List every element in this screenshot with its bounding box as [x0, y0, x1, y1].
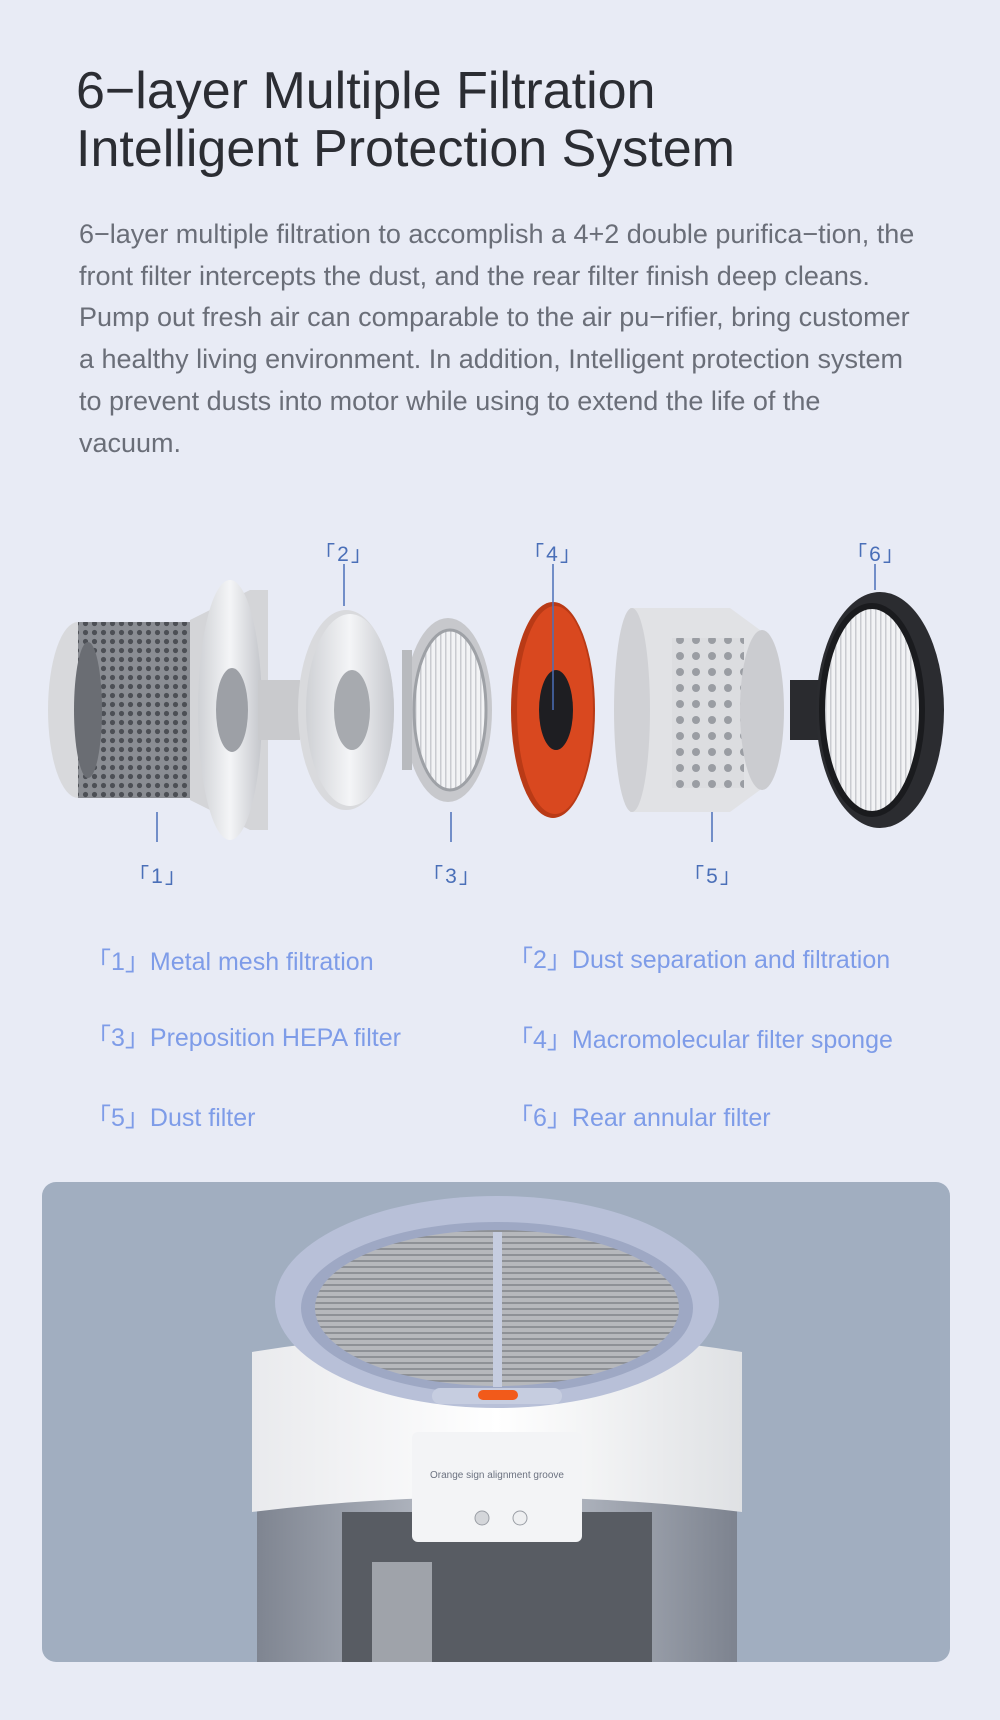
description-paragraph: 6−layer multiple filtration to accomplis…	[79, 219, 915, 458]
legend-item-2: 「2」Dust separation and filtration	[508, 946, 891, 974]
part-5-dust-filter	[614, 608, 784, 812]
diagram-label-4: 「4」	[523, 543, 583, 566]
diagram-label-3: 「3」	[422, 865, 482, 888]
filter-illustration	[48, 564, 944, 842]
legend-item-3: 「3」Preposition HEPA filter	[86, 1024, 401, 1052]
legend-item-1: 「1」Metal mesh filtration	[86, 948, 374, 976]
legend-item-4: 「4」Macromolecular filter sponge	[508, 1026, 893, 1054]
leader-lines	[156, 564, 876, 842]
part-1-metal-mesh	[48, 580, 300, 840]
product-photo-panel: Orange sign alignment groove	[42, 1182, 950, 1662]
diagram-label-2: 「2」	[314, 543, 374, 566]
diagram-label-6: 「6」	[846, 543, 906, 566]
orange-alignment-mark	[478, 1390, 518, 1400]
dust-cup-illustration: Orange sign alignment groove	[252, 1196, 742, 1662]
part-3-preposition-hepa	[402, 618, 492, 802]
legend-item-6: 「6」Rear annular filter	[508, 1104, 771, 1132]
diagram-label-5: 「5」	[683, 865, 743, 888]
title-line-2: Intelligent Protection System	[76, 120, 735, 178]
filter-exploded-diagram: 「1」 「2」 「3」 「4」 「5」 「6」	[0, 520, 1000, 900]
title-line-1: 6−layer Multiple Filtration	[76, 62, 656, 120]
page-title: 6−layer Multiple Filtration Intelligent …	[76, 62, 956, 178]
groove-annotation: Orange sign alignment groove	[430, 1470, 564, 1481]
part-6-rear-annular-filter	[790, 592, 944, 828]
legend-item-5: 「5」Dust filter	[86, 1104, 256, 1132]
part-2-dust-separation	[298, 610, 394, 810]
diagram-label-1: 「1」	[128, 865, 188, 888]
